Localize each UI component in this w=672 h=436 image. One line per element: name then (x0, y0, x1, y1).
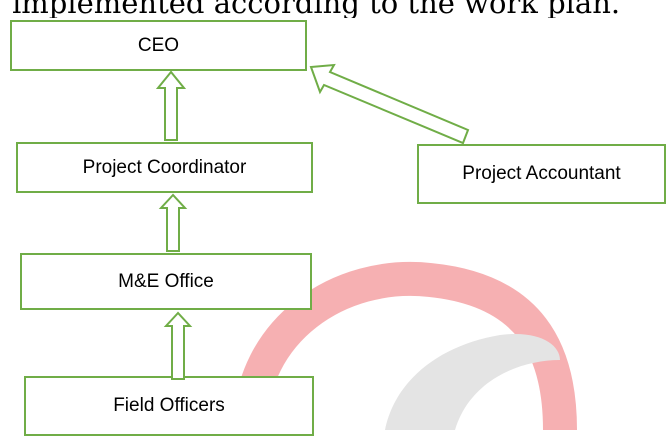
arrow-fo-to-me (163, 311, 193, 380)
project-accountant-box: Project Accountant (417, 144, 666, 204)
watermark-gray-shape (385, 334, 560, 430)
project-coordinator-label: Project Coordinator (82, 156, 247, 178)
me-office-label: M&E Office (118, 270, 214, 292)
ceo-box: CEO (10, 20, 307, 71)
header-text: implemented according to the work plan. (12, 0, 621, 18)
arrow-pa-to-ceo (309, 63, 470, 145)
arrow-me-to-pc (158, 193, 188, 252)
ceo-label: CEO (137, 34, 180, 56)
project-accountant-label: Project Accountant (462, 163, 621, 184)
field-officers-box: Field Officers (24, 376, 314, 436)
field-officers-label: Field Officers (113, 395, 225, 416)
project-coordinator-box: Project Coordinator (16, 142, 313, 193)
arrow-pc-to-ceo (155, 70, 187, 141)
me-office-box: M&E Office (20, 253, 312, 310)
